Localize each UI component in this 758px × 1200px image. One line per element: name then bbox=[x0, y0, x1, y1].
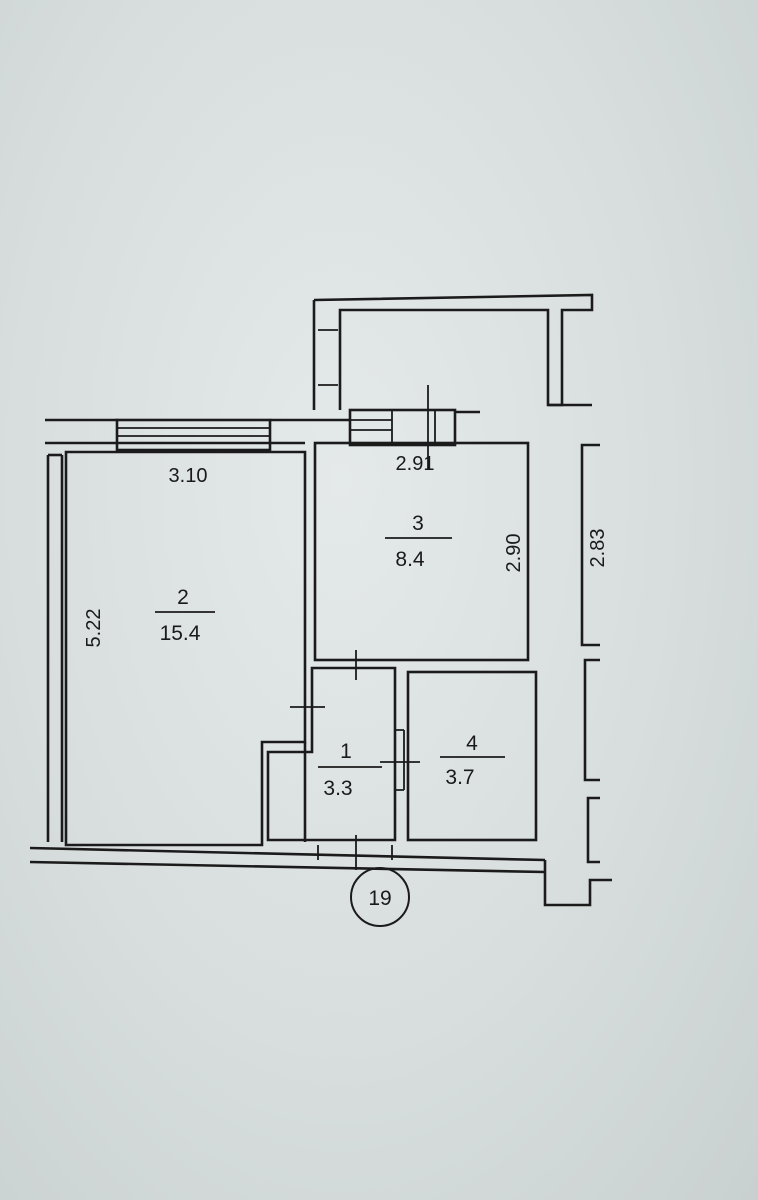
room-4-area: 3.7 bbox=[445, 766, 474, 789]
room-2-number: 2 bbox=[177, 586, 189, 609]
window-room-2 bbox=[115, 418, 272, 452]
room-1 bbox=[266, 650, 420, 842]
balcony-length-dimension: 2.83 bbox=[587, 529, 609, 568]
apartment-number: 19 bbox=[368, 887, 391, 910]
exterior-wall-bottom bbox=[29, 835, 612, 907]
room-2-width-dimension: 3.10 bbox=[169, 465, 208, 487]
apartment-number-marker: 19 bbox=[350, 867, 410, 927]
exterior-wall-right bbox=[580, 443, 600, 864]
room-1-number: 1 bbox=[340, 740, 352, 763]
room-1-label: 1 3.3 bbox=[318, 740, 382, 800]
room-4-label: 4 3.7 bbox=[440, 732, 505, 789]
room-3-length-dimension: 2.90 bbox=[503, 534, 525, 573]
room-2-length-dimension: 5.22 bbox=[83, 609, 105, 648]
room-4 bbox=[406, 670, 538, 842]
room-2 bbox=[64, 450, 307, 847]
room-2-area: 15.4 bbox=[160, 622, 201, 645]
room-4-number: 4 bbox=[466, 732, 478, 755]
room-2-label: 2 15.4 bbox=[155, 586, 215, 645]
room-1-area: 3.3 bbox=[323, 777, 352, 800]
balcony bbox=[312, 293, 594, 410]
exterior-wall-left bbox=[46, 453, 64, 842]
room-3-area: 8.4 bbox=[395, 548, 425, 571]
room-3 bbox=[313, 441, 530, 662]
room-3-width-dimension: 2.91 bbox=[396, 453, 435, 475]
window-room-3 bbox=[348, 385, 457, 470]
room-3-number: 3 bbox=[412, 512, 424, 535]
room-3-label: 3 8.4 bbox=[385, 512, 452, 571]
